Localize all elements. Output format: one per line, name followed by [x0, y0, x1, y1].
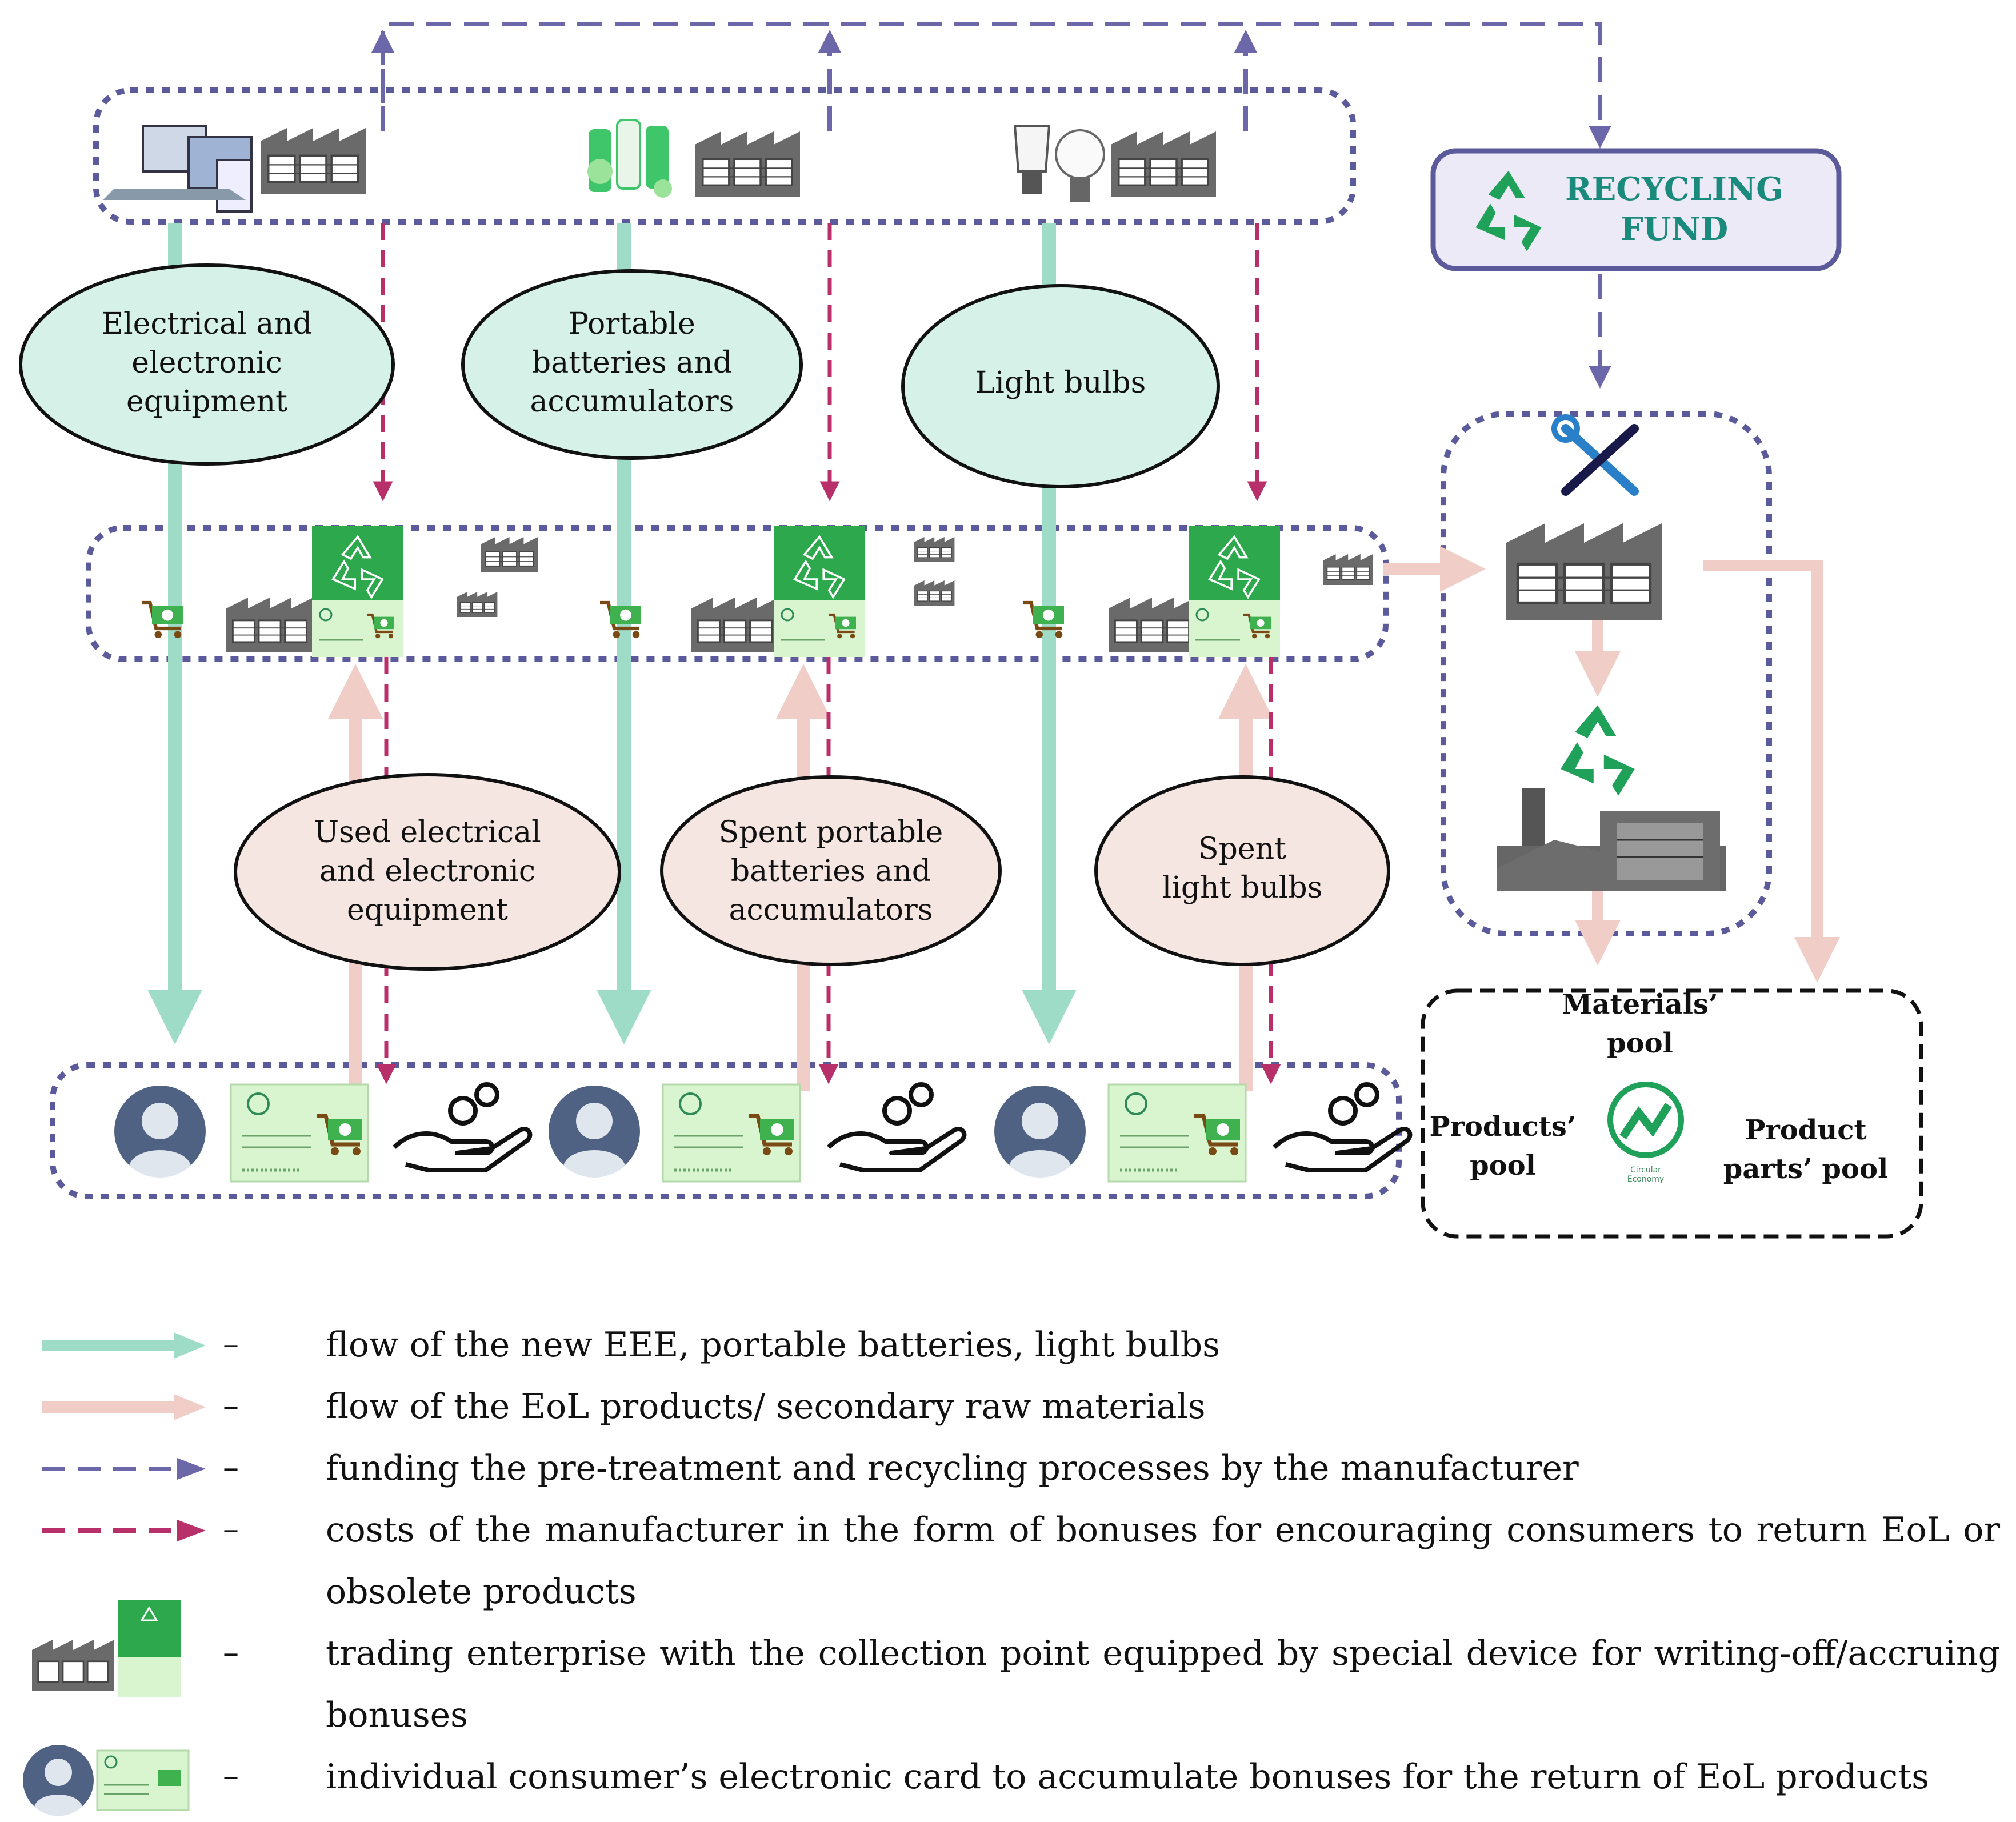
legend-row-eol-flow: – flow of the EoL products/ secondary ra… [0, 1376, 2016, 1437]
factory-icon [259, 127, 367, 195]
ellipse-new-eee [19, 263, 395, 466]
legend-consumer-card-icon [23, 1745, 190, 1816]
eol-products-flow-diagram: Electrical and electronic equipment Port… [19, 22, 1923, 1239]
ellipse-label-eol-batteries: Spent portable batteries and accumulator… [718, 815, 943, 927]
ellipse-eol-eee [234, 773, 621, 971]
bonus-card-icon [231, 1084, 368, 1182]
legend-text-trading-enterprise: trading enterprise with the collection p… [326, 1633, 2000, 1735]
legend-dash: – [223, 1387, 239, 1424]
coins-hand-icon [1274, 1082, 1410, 1170]
ellipse-new-bulbs [901, 284, 1220, 488]
ellipse-label-eol-bulbs: Spent light bulbs [1162, 832, 1323, 905]
legend-funding-arrow [42, 1458, 206, 1480]
factory-icon [457, 591, 498, 618]
legend-dash: – [223, 1511, 239, 1548]
coins-hand-icon [394, 1082, 530, 1170]
ellipse-label-new-eee: Electrical and electronic equipment [102, 307, 312, 419]
legend-row-funding: – funding the pre-treatment and recyclin… [0, 1437, 2016, 1499]
trading-enterprises-group [86, 525, 1389, 662]
legend-dash: – [223, 1757, 239, 1795]
legend-row-trading-enterprise: – trading enterprise with the collection… [0, 1600, 2016, 1746]
circular-economy-logo-text: Circular Economy [1627, 1166, 1665, 1184]
legend-row-costs: – costs of the manufacturer in the form … [0, 1499, 2016, 1623]
factory-icon [1110, 130, 1217, 198]
recycling-fund-box [1430, 148, 1842, 271]
recycling-plant-icon [1497, 788, 1726, 891]
legend-text-new-flow: flow of the new EEE, portable batteries,… [326, 1325, 1220, 1365]
ellipse-label-new-batteries: Portable batteries and accumulators [530, 307, 734, 419]
legend-new-flow-arrow [42, 1332, 206, 1359]
pools-group [1421, 988, 1923, 1239]
legend-text-funding: funding the pre-treatment and recycling … [326, 1448, 1579, 1488]
eol-flow-to-parts-pool [1703, 560, 1840, 983]
legend-text-eol-flow: flow of the EoL products/ secondary raw … [326, 1387, 1206, 1427]
legend-trading-enterprise-icon [32, 1600, 181, 1697]
products-pool-label: Products’ pool [1429, 1111, 1577, 1182]
bonus-card-icon [1109, 1084, 1246, 1182]
legend-row-new-flow: – flow of the new EEE, portable batterie… [0, 1314, 2016, 1376]
legend-dash: – [223, 1449, 239, 1486]
legend-costs-arrow [42, 1520, 206, 1541]
legend-text-consumer-card: individual consumer’s electronic card to… [326, 1757, 1930, 1797]
diagram-canvas [19, 22, 1923, 1239]
factory-icon [225, 596, 314, 653]
ellipse-label-new-bulbs: Light bulbs [975, 366, 1146, 400]
factory-icon [694, 130, 801, 198]
recycling-group [1441, 411, 1772, 936]
circular-economy-icon [1607, 1082, 1684, 1158]
factory-icon [1506, 523, 1662, 620]
legend-eol-flow-arrow [42, 1394, 206, 1420]
coins-hand-icon [829, 1082, 964, 1170]
recycling-fund-label: RECYCLING FUND [1565, 170, 1783, 248]
collection-point-icon [1189, 526, 1280, 657]
materials-pool-label: Materials’ pool [1562, 988, 1718, 1059]
user-avatar-icon [549, 1086, 640, 1178]
ellipse-label-eol-eee: Used electrical and electronic equipment [314, 815, 541, 927]
ellipse-eol-bulbs [1094, 775, 1390, 966]
factory-icon [1107, 596, 1197, 653]
factory-icon [914, 580, 955, 606]
factory-icon [481, 536, 539, 573]
laptop-devices-icon [103, 125, 253, 213]
legend-dash: – [223, 1634, 239, 1671]
legend-row-consumer-card: – individual consumer’s electronic card … [0, 1745, 2016, 1816]
ellipse-new-batteries [461, 269, 803, 460]
collection-point-icon [774, 526, 865, 657]
manufacturers-group [93, 87, 1356, 225]
legend-dash: – [223, 1326, 239, 1363]
recycle-icon [1561, 705, 1635, 796]
batteries-icon [587, 119, 672, 198]
factory-icon [914, 536, 955, 563]
funding-arrow-top [381, 22, 1611, 149]
legend-text-costs: costs of the manufacturer in the form of… [326, 1510, 2000, 1612]
collection-point-icon [312, 526, 403, 657]
bonus-card-icon [663, 1084, 800, 1182]
light-bulbs-icon [1013, 125, 1105, 202]
product-parts-pool-label: Product parts’ pool [1723, 1114, 1889, 1185]
tools-icon [1551, 414, 1639, 496]
user-avatar-icon [114, 1086, 206, 1178]
user-avatar-icon [994, 1086, 1086, 1178]
ellipse-eol-batteries [660, 775, 1002, 966]
factory-icon [1323, 554, 1374, 586]
factory-icon [690, 596, 779, 653]
shopping-cart-icon [142, 603, 183, 638]
